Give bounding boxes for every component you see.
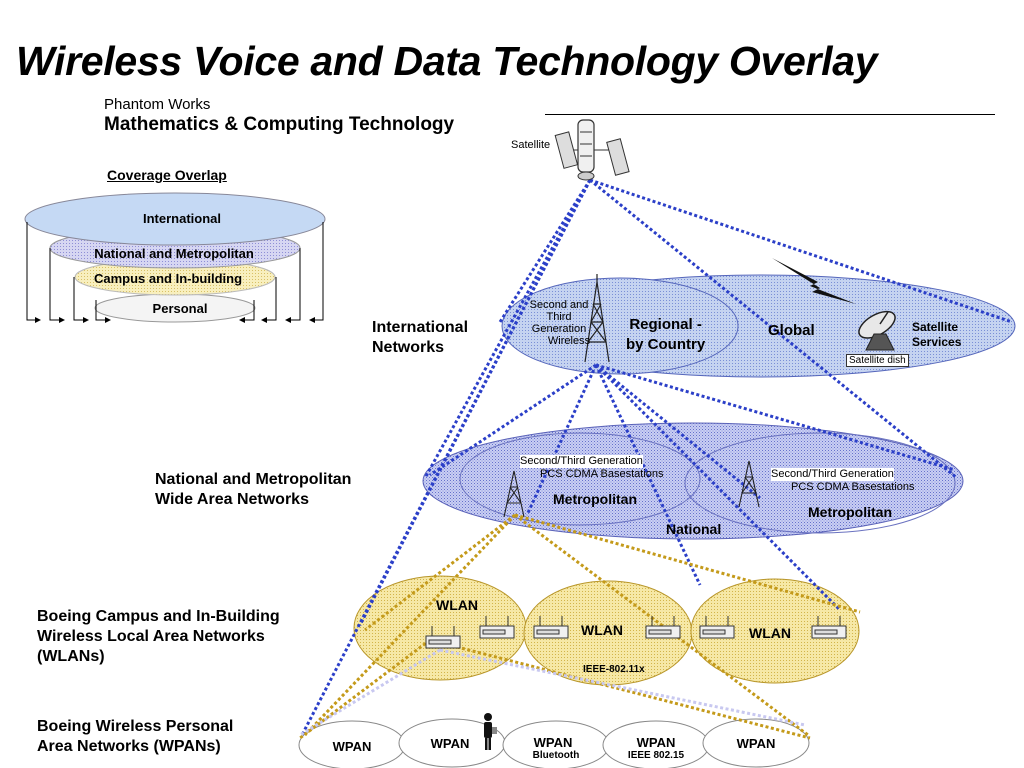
metro-ellipse-left	[459, 432, 701, 526]
signal-bolt-icon	[772, 258, 856, 304]
metro-links	[299, 513, 861, 740]
satellite-links	[300, 178, 1013, 736]
access-point-icon	[811, 616, 847, 639]
wlan-label-1: WLAN	[436, 597, 478, 613]
national-networks-label: National and Metropolitan Wide Area Netw…	[155, 471, 352, 508]
wlan-networks-label: Boeing Campus and In-Building Wireless L…	[37, 608, 280, 665]
wlan-label-3: WLAN	[749, 625, 791, 641]
coverage-international-ellipse	[24, 192, 326, 246]
satellite-label: Satellite	[511, 139, 551, 151]
coverage-label-international: International	[142, 211, 222, 226]
wpan-standard-label: IEEE 802.15	[627, 750, 685, 761]
access-point-icon	[425, 626, 461, 649]
satellite-services-label: Satellite Services	[912, 320, 962, 349]
wpan-label-2: WPAN	[430, 736, 470, 751]
satellite-icon	[554, 119, 630, 181]
global-label: Global	[768, 322, 815, 339]
metropolitan-label-left: Metropolitan	[553, 491, 637, 507]
satellite-dish-label: Satellite dish	[846, 354, 909, 367]
metro-ellipse-right	[684, 432, 956, 534]
national-label: National	[666, 521, 722, 537]
header-rule	[545, 114, 995, 115]
coverage-label-personal: Personal	[152, 301, 208, 316]
wpan-ellipses	[298, 718, 810, 768]
access-point-icon	[699, 616, 735, 639]
coverage-overlap-diagram	[24, 192, 326, 323]
coverage-arrows-right	[239, 222, 324, 323]
wpan-label-4: WPAN	[636, 735, 676, 750]
regional-label: Regional - by Country	[626, 316, 706, 353]
wpan-label-1: WPAN	[332, 739, 372, 754]
org-division: Mathematics & Computing Technology	[104, 114, 455, 135]
bluetooth-label: Bluetooth	[532, 750, 580, 761]
metropolitan-label-right: Metropolitan	[808, 504, 892, 520]
wlan-wpan-links	[299, 648, 806, 737]
wpan-label-5: WPAN	[736, 736, 776, 751]
person-icon	[484, 713, 497, 750]
tower-icon-international	[584, 274, 610, 363]
basestation-label-left: Second/Third Generation PCS CDMA Basesta…	[520, 455, 664, 480]
national-ellipse	[422, 422, 964, 540]
page-title: Wireless Voice and Data Technology Overl…	[16, 38, 878, 84]
org-name: Phantom Works	[104, 96, 211, 113]
coverage-label-national: National and Metropolitan	[94, 246, 254, 261]
wpan-label-3: WPAN	[533, 735, 573, 750]
access-point-icon	[533, 616, 569, 639]
access-point-icon	[645, 616, 681, 639]
tower-label-international: Second and Third Generation Wireless	[529, 299, 591, 347]
wpan-networks-label: Boeing Wireless Personal Area Networks (…	[37, 718, 234, 755]
tower-icon-metro-left	[503, 470, 525, 518]
access-point-icon	[479, 616, 515, 639]
wlan-label-2: WLAN	[581, 622, 623, 638]
international-networks-label: International Networks	[372, 319, 469, 356]
regional-ellipse	[501, 277, 739, 375]
wlan-ellipse-3	[690, 578, 860, 684]
tower-icon-metro-right	[738, 460, 760, 508]
coverage-arrows-left	[26, 222, 111, 323]
coverage-label-campus: Campus and In-building	[93, 271, 243, 286]
wlan-standard-label: IEEE-802.11x	[583, 664, 645, 675]
wlan-devices	[425, 616, 847, 649]
satellite-dish-icon	[858, 310, 896, 351]
basestation-label-right: Second/Third Generation PCS CDMA Basesta…	[771, 468, 915, 493]
coverage-overlap-heading: Coverage Overlap	[107, 167, 227, 183]
